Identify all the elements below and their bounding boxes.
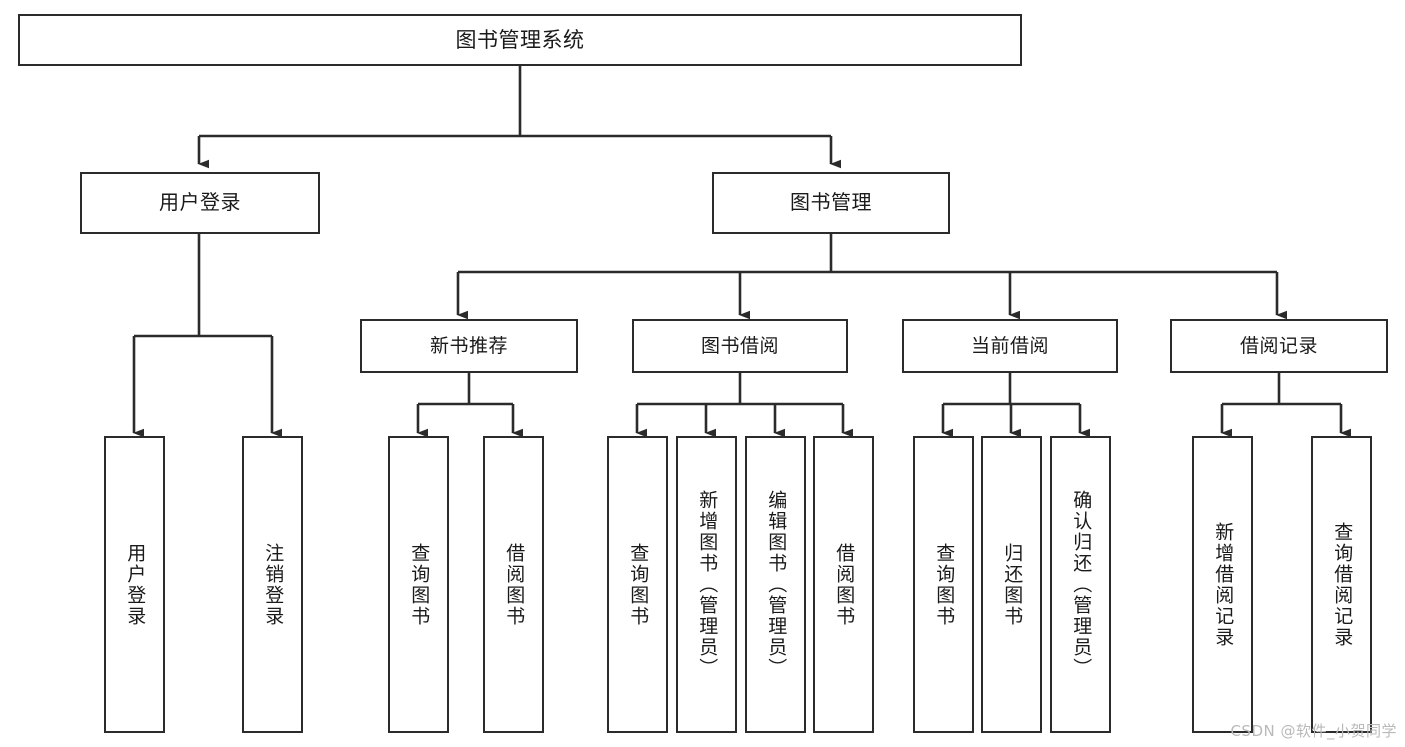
node-borrow-record[interactable]: 借阅记录 [1170, 319, 1388, 373]
node-label: 查询借阅记录 [1331, 521, 1354, 648]
node-book-borrow[interactable]: 图书借阅 [632, 319, 848, 373]
leaf-record-query-record[interactable]: 查询借阅记录 [1311, 436, 1372, 733]
leaf-user-login-signout[interactable]: 注销登录 [242, 436, 303, 733]
leaf-new-book-query[interactable]: 查询图书 [388, 436, 449, 733]
csdn-watermark: CSDN @软件_小贺同学 [1230, 722, 1397, 740]
node-label: 查询图书 [627, 542, 650, 627]
leaf-borrow-edit-book-admin[interactable]: 编辑图书（管理员） [745, 436, 806, 733]
leaf-borrow-query-book[interactable]: 查询图书 [607, 436, 668, 733]
node-label: 新增借阅记录 [1212, 521, 1235, 648]
node-label: 用户登录 [124, 542, 147, 627]
node-label: 借阅图书 [503, 542, 526, 627]
node-user-login[interactable]: 用户登录 [80, 172, 320, 234]
node-label: 当前借阅 [970, 334, 1049, 357]
node-label: 新书推荐 [429, 334, 508, 357]
node-label: 图书管理 [790, 190, 872, 215]
node-label: 注销登录 [262, 542, 285, 627]
node-label: 归还图书 [1001, 542, 1024, 627]
node-label: 借阅图书 [833, 542, 856, 627]
leaf-current-return-book[interactable]: 归还图书 [981, 436, 1042, 733]
node-label: 用户登录 [159, 190, 241, 215]
node-label: 新增图书（管理员） [696, 490, 719, 679]
node-label: 借阅记录 [1239, 334, 1318, 357]
node-label: 查询图书 [933, 542, 956, 627]
leaf-borrow-add-book-admin[interactable]: 新增图书（管理员） [676, 436, 737, 733]
leaf-current-confirm-return-admin[interactable]: 确认归还（管理员） [1050, 436, 1111, 733]
node-book-management[interactable]: 图书管理 [712, 172, 950, 234]
leaf-borrow-borrow-book[interactable]: 借阅图书 [813, 436, 874, 733]
node-label: 图书借阅 [700, 334, 779, 357]
leaf-user-login-signin[interactable]: 用户登录 [104, 436, 165, 733]
node-label: 编辑图书（管理员） [765, 490, 788, 679]
leaf-record-add-record[interactable]: 新增借阅记录 [1192, 436, 1253, 733]
leaf-current-query-book[interactable]: 查询图书 [913, 436, 974, 733]
node-book-management-system[interactable]: 图书管理系统 [18, 14, 1022, 66]
node-current-borrow[interactable]: 当前借阅 [902, 319, 1118, 373]
node-label: 确认归还（管理员） [1070, 490, 1093, 679]
node-label: 图书管理系统 [455, 27, 585, 52]
node-label: 查询图书 [408, 542, 431, 627]
node-new-book-recommend[interactable]: 新书推荐 [360, 319, 578, 373]
leaf-new-book-borrow[interactable]: 借阅图书 [483, 436, 544, 733]
